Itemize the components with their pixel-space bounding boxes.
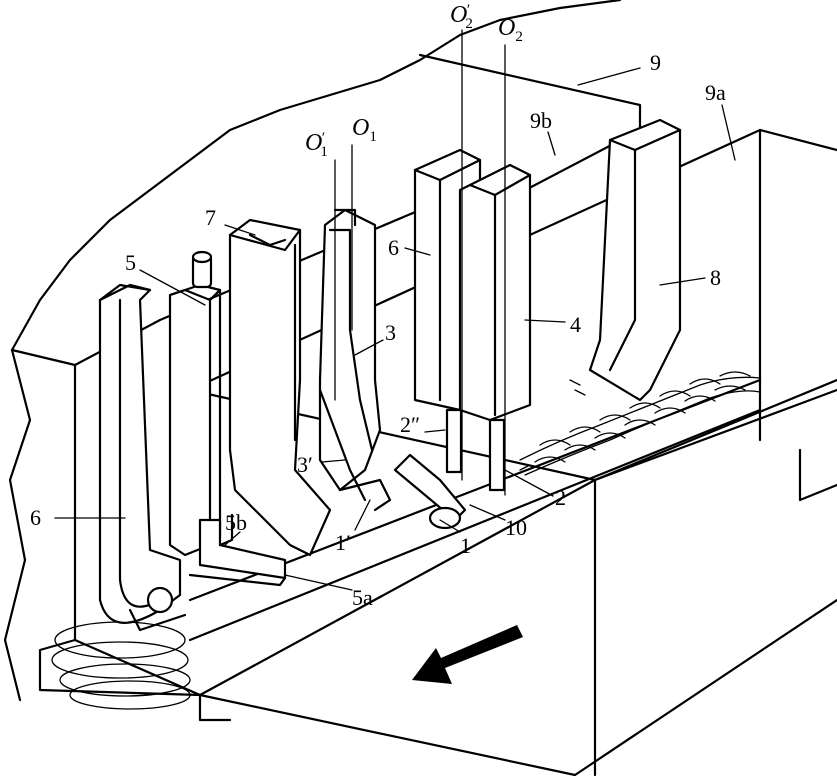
- direction-of-travel-arrow: [412, 625, 523, 684]
- label-5b: 5b: [225, 510, 247, 535]
- shoe-8: [588, 118, 682, 402]
- label-1-prime: 1′: [335, 530, 351, 555]
- label-3-prime: 3′: [297, 452, 313, 477]
- label-o2-prime: O2′: [450, 2, 473, 32]
- label-5: 5: [125, 250, 136, 275]
- base-far-right: [798, 448, 837, 502]
- label-o2: O2: [498, 15, 523, 45]
- block-9: [418, 53, 642, 242]
- label-4: 4: [570, 312, 581, 337]
- leader-lines: [54, 67, 736, 591]
- holder-4: [458, 163, 532, 492]
- label-9a: 9a: [705, 80, 726, 105]
- weld-bead: [519, 371, 761, 476]
- bracket-5a-5b: [188, 513, 287, 587]
- base-right-top: [593, 388, 837, 482]
- label-10: 10: [505, 515, 527, 540]
- left-broken-edge: [3, 348, 32, 702]
- label-o1-prime: O1′: [305, 130, 328, 160]
- start-bead: [51, 621, 191, 710]
- label-2-double-prime: 2″: [400, 412, 420, 437]
- shoe-6-left: [98, 283, 187, 632]
- contact-tip-1: [393, 453, 467, 530]
- label-9b: 9b: [530, 108, 552, 133]
- label-6-top: 6: [388, 235, 399, 260]
- label-9: 9: [650, 50, 661, 75]
- plate-5: [168, 250, 222, 557]
- label-3: 3: [385, 320, 396, 345]
- label-6-left: 6: [30, 505, 41, 530]
- label-1: 1: [460, 533, 471, 558]
- label-5a: 5a: [352, 585, 373, 610]
- groove-front: [188, 408, 762, 642]
- label-8: 8: [710, 265, 721, 290]
- label-2: 2: [555, 485, 566, 510]
- label-7: 7: [205, 205, 216, 230]
- shoe-7: [228, 218, 332, 557]
- guide-3: [318, 208, 392, 512]
- label-o1: O1: [352, 115, 377, 145]
- base-front: [198, 598, 837, 777]
- pool-ticks: [519, 379, 586, 471]
- broken-edge-outline: [10, 0, 622, 352]
